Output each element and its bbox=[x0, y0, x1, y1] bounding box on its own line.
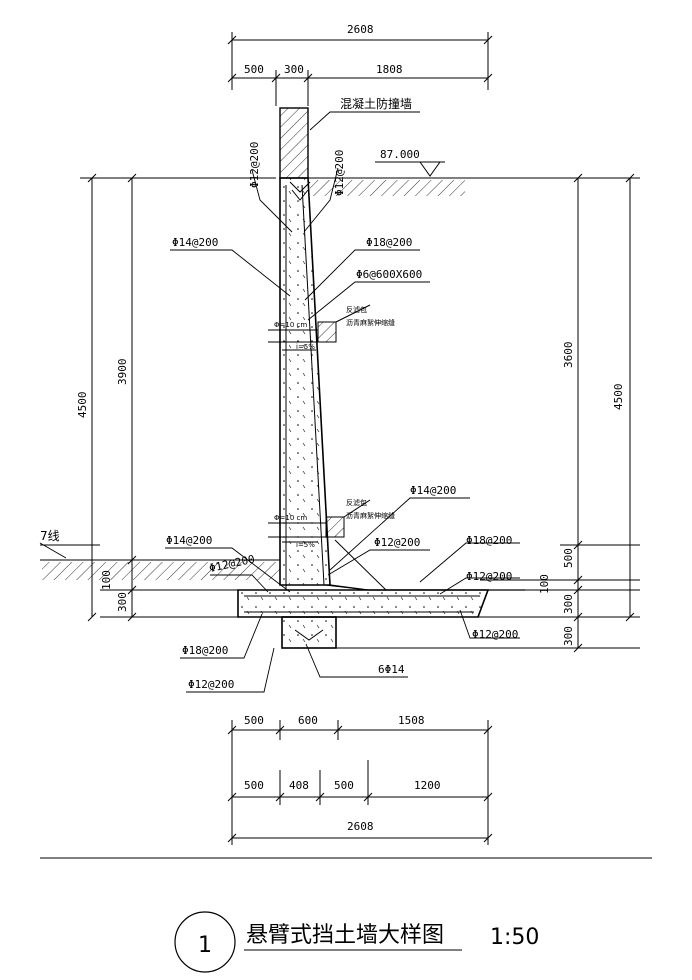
bottom-dim2-500a: 500 bbox=[244, 779, 264, 792]
bottom-dim2-408: 408 bbox=[289, 779, 309, 792]
right-dimensions bbox=[573, 173, 635, 653]
label-phi14-top: Φ14@200 bbox=[172, 236, 218, 249]
label-phi12-right-1: Φ12@200 bbox=[466, 570, 512, 583]
right-dim-100: 100 bbox=[538, 574, 551, 594]
bottom-dim2-500b: 500 bbox=[334, 779, 354, 792]
bottom-dim-1508: 1508 bbox=[398, 714, 425, 727]
soil-hatch-top bbox=[310, 180, 465, 196]
top-dimensions bbox=[227, 32, 493, 106]
left-dim-300: 300 bbox=[116, 592, 129, 612]
label-phi14-left: Φ14@200 bbox=[166, 534, 212, 547]
title-scale: 1:50 bbox=[490, 925, 539, 950]
bottom-dimensions bbox=[227, 720, 493, 845]
title-number: 1 bbox=[198, 933, 212, 958]
drain-details bbox=[268, 304, 371, 543]
label-phi6: Φ6@600X600 bbox=[356, 268, 422, 281]
shear-key bbox=[281, 616, 337, 649]
right-dim-500: 500 bbox=[562, 548, 575, 568]
leader-lines bbox=[39, 111, 520, 693]
soil-hatch-left bbox=[42, 562, 280, 580]
barrier bbox=[279, 107, 309, 179]
bottom-dim2-1200: 1200 bbox=[414, 779, 441, 792]
label-phi12-mid: Φ12@200 bbox=[374, 536, 420, 549]
top-dim-1808: 1808 bbox=[376, 63, 403, 76]
right-dim-300b: 300 bbox=[562, 626, 575, 646]
pipe-label-1: Φ=10 cm bbox=[274, 321, 307, 329]
label-phi12-right-vertical: Φ12@200 bbox=[333, 150, 346, 196]
base-slab bbox=[237, 589, 490, 618]
slope-label-2: i=5% bbox=[296, 541, 315, 549]
note-joint-1: 沥青麻絮伸缩缝 bbox=[346, 318, 395, 327]
label-phi12-right-2: Φ12@200 bbox=[472, 628, 518, 641]
bottom-dim-600: 600 bbox=[298, 714, 318, 727]
top-dim-500: 500 bbox=[244, 63, 264, 76]
label-phi12-bottom: Φ12@200 bbox=[188, 678, 234, 691]
label-phi18-top: Φ18@200 bbox=[366, 236, 412, 249]
bottom-dim-500: 500 bbox=[244, 714, 264, 727]
note-joint-2: 沥青麻絮伸缩缝 bbox=[346, 511, 395, 520]
note-filter-bag-2: 反滤包 bbox=[346, 498, 367, 507]
elevation-label: 87.000 bbox=[380, 148, 420, 161]
label-6phi14: 6Φ14 bbox=[378, 663, 405, 676]
label-phi18-right: Φ18@200 bbox=[466, 534, 512, 547]
left-dimensions bbox=[87, 173, 240, 622]
elevation-marker bbox=[375, 161, 445, 177]
label-barrier: 混凝土防撞墙 bbox=[340, 96, 412, 111]
label-phi12-left-vertical: Φ12@200 bbox=[248, 142, 261, 188]
label-drain-line: 7线 bbox=[40, 529, 60, 543]
left-dim-3900: 3900 bbox=[116, 359, 129, 386]
top-dim-overall: 2608 bbox=[347, 23, 374, 36]
label-phi14-mid: Φ14@200 bbox=[410, 484, 456, 497]
note-filter-bag-1: 反滤包 bbox=[346, 305, 367, 314]
bottom-dim-overall: 2608 bbox=[347, 820, 374, 833]
left-dim-100: 100 bbox=[100, 570, 113, 590]
right-dim-300a: 300 bbox=[562, 594, 575, 614]
title-name: 悬臂式挡土墙大样图 bbox=[246, 923, 444, 948]
right-dim-4500: 4500 bbox=[612, 384, 625, 411]
slope-label-1: i=5% bbox=[296, 343, 315, 351]
right-dim-3600: 3600 bbox=[562, 342, 575, 369]
pipe-label-2: Φ=10 cm bbox=[274, 514, 307, 522]
title-number-circle bbox=[174, 911, 236, 973]
label-phi18-bottom: Φ18@200 bbox=[182, 644, 228, 657]
top-dim-300: 300 bbox=[284, 63, 304, 76]
left-dim-4500: 4500 bbox=[76, 392, 89, 419]
